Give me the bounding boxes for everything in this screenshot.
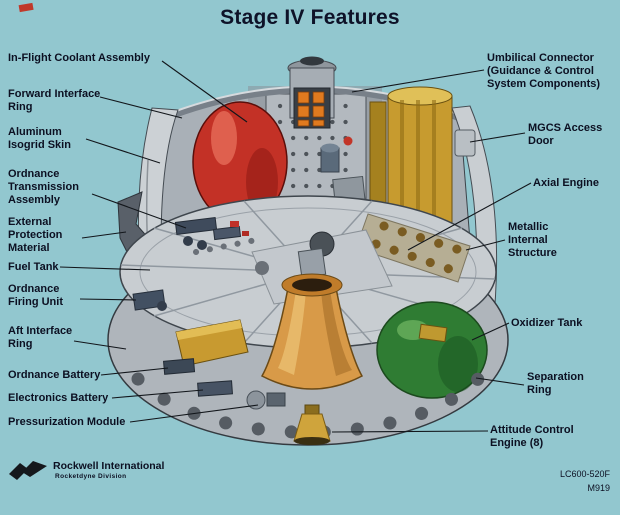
axial-engine [260,247,364,390]
oxidizer-tank [376,301,488,399]
ordnance-transmission-assembly [174,217,249,250]
label-aft-interface-ring: Aft Interface Ring [8,325,73,350]
division-name: Rocketdyne Division [55,473,127,480]
company-name: Rockwell International [53,460,165,472]
label-aluminum-isogrid-skin: Aluminum Isogrid Skin [8,126,71,151]
label-external-protection: External Protection Material [8,216,63,254]
leader-lines [59,60,532,433]
label-forward-interface-ring: Forward Interface Ring [8,88,101,113]
label-ordnance-battery: Ordnance Battery [8,369,101,381]
label-axial-engine: Axial Engine [533,177,600,189]
document-code-2: M919 [587,482,610,493]
label-oxidizer-tank: Oxidizer Tank [511,317,583,329]
label-ordnance-firing-unit: Ordnance Firing Unit [8,283,63,308]
document-codes: LC600-520F M919 [560,468,610,495]
electronics-battery [197,380,233,397]
coolant-valve [343,136,353,146]
label-ordnance-transmission: Ordnance Transmission Assembly [8,168,79,206]
page-title: Stage IV Features [220,6,400,29]
red-mark [18,2,34,13]
label-metallic-internal-structure: Metallic Internal Structure [508,221,557,259]
tank-mounted-equipment [418,323,448,343]
label-pressurization-module: Pressurization Module [8,416,126,428]
label-electronics-battery: Electronics Battery [8,392,109,404]
rockwell-brand: Rockwell International Rocketdyne Divisi… [8,460,164,482]
ordnance-firing-unit [132,289,167,311]
deck-equipment [132,217,286,410]
label-umbilical-connector: Umbilical Connector (Guidance & Control … [487,52,601,90]
label-fuel-tank: Fuel Tank [8,261,59,273]
mgcs-bay [369,86,453,227]
rockwell-logo [9,461,47,480]
document-code-1: LC600-520F [559,469,610,479]
label-attitude-control-engine: Attitude Control Engine (8) [490,424,574,449]
umbilical-mast [287,56,337,129]
attitude-control-engine [293,404,331,445]
pressurization-module [246,390,286,410]
fuel-feed-module [175,319,249,367]
ordnance-battery [162,358,196,375]
label-mgcs-access-door: MGCS Access Door [528,122,603,147]
label-in-flight-coolant-assembly: In-Flight Coolant Assembly [8,52,150,64]
label-separation-ring: Separation Ring [527,371,584,396]
umbilical-connector [293,87,331,129]
mgcs-access-door [454,129,476,157]
